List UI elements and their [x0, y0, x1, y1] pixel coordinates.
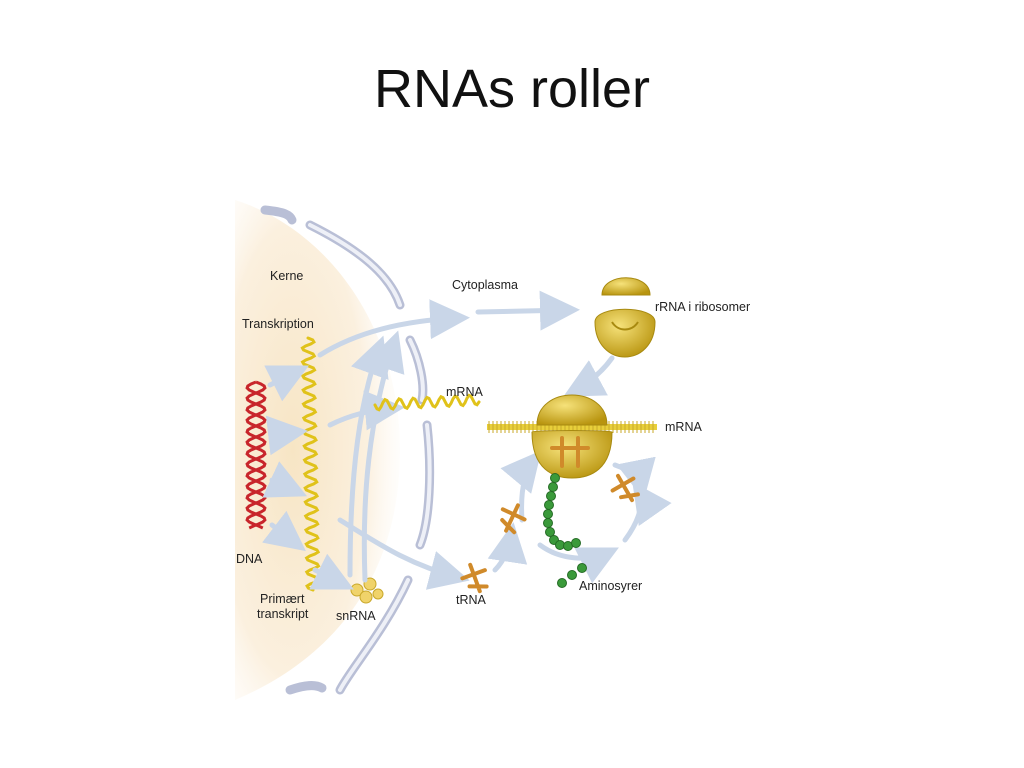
label-transkription: Transkription [242, 317, 314, 331]
label-aminosyrer: Aminosyrer [579, 579, 642, 593]
label-transkript: transkript [257, 607, 309, 621]
exported-mrna [373, 393, 481, 412]
label-dna: DNA [236, 552, 263, 566]
dna-helix [245, 380, 267, 530]
snrna-particles [350, 577, 384, 604]
label-trna: tRNA [456, 593, 487, 607]
label-mrna-ribosome: mRNA [665, 420, 702, 434]
label-kerne: Kerne [270, 269, 303, 283]
label-snrna: snRNA [336, 609, 376, 623]
label-cytoplasma: Cytoplasma [452, 278, 518, 292]
label-mrna-export: mRNA [446, 385, 483, 399]
nucleus [235, 200, 400, 700]
translating-ribosome [531, 394, 613, 479]
polypeptide-chain [543, 473, 581, 551]
flow-arrows [262, 290, 672, 590]
free-amino-acids [557, 563, 587, 588]
label-primaert: Primært [260, 592, 305, 606]
ribosome-subunits [594, 277, 656, 358]
trna-molecules [460, 436, 640, 594]
slide-title: RNAs roller [373, 59, 651, 119]
label-rrna-ribosomer: rRNA i ribosomer [655, 300, 750, 314]
